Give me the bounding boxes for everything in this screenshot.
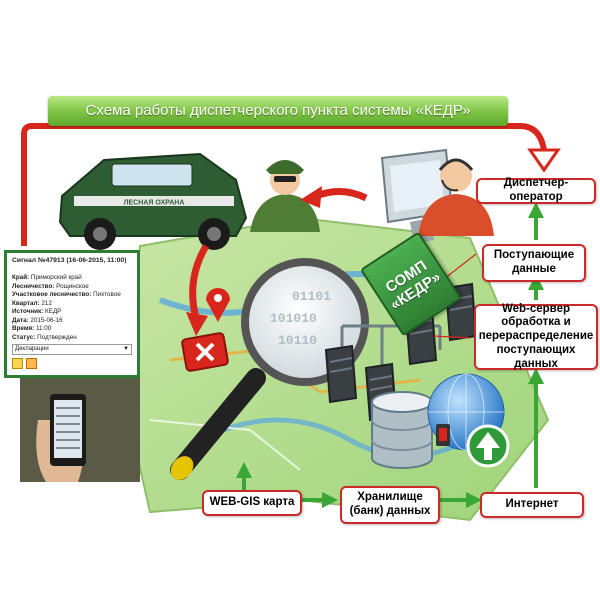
- database-icon: [371, 391, 433, 469]
- signal-row-label: Статус:: [12, 333, 36, 341]
- red-arrow-to-marker: [189, 244, 210, 319]
- internet-box: Интернет: [480, 492, 584, 518]
- signal-row-value: Подтвержден: [37, 333, 77, 341]
- signal-row: Край: Приморский край: [12, 274, 132, 281]
- webserver-box: Web-сервер обработка и перераспределение…: [474, 303, 598, 370]
- signal-card: Сигнал №47913 (16-06-2015, 11:00) Край: …: [4, 250, 140, 378]
- signal-row: Время: 11:00: [12, 325, 132, 332]
- signal-row-value: Рощинское: [56, 282, 89, 290]
- chevron-down-icon: ▼: [123, 345, 129, 352]
- storage-box: Хранилище (банк) данных: [340, 486, 440, 524]
- signal-row-label: Участковое лесничество:: [12, 291, 92, 298]
- phone-icon: [436, 424, 450, 446]
- green-arrows: [236, 202, 544, 508]
- signal-row: Дата: 2015-06-16: [12, 317, 132, 324]
- signal-title: Сигнал №47913 (16-06-2015, 11:00): [12, 257, 127, 264]
- signal-select[interactable]: Декларации ▼: [12, 343, 132, 355]
- edit-icon[interactable]: [12, 357, 23, 369]
- red-feedback-arrowhead: [527, 148, 561, 173]
- car-icon: ЛЕСНАЯ ОХРАНА: [58, 152, 248, 250]
- binary-text-3: 10110: [278, 333, 317, 348]
- signal-row-label: Источник:: [12, 308, 44, 315]
- flag-icon[interactable]: [26, 357, 37, 369]
- incoming-data-box: Поступающие данные: [482, 244, 586, 282]
- signal-row: Квартал: 212: [12, 300, 132, 307]
- operator-icon: [418, 158, 494, 236]
- map-pin-icon: [206, 288, 230, 322]
- signal-row-label: Квартал:: [12, 299, 40, 307]
- signal-row: Участковое лесничество: Пихтовое: [12, 291, 132, 298]
- signal-row-label: Дата:: [12, 316, 29, 324]
- signal-row-label: Время:: [12, 325, 35, 332]
- upload-arrow-icon: [466, 424, 510, 468]
- red-arrow-to-ranger: [314, 188, 368, 202]
- signal-row: Статус: Подтвержден: [12, 334, 132, 341]
- signal-row-label: Край:: [12, 274, 30, 281]
- signal-row-value: 2015-06-16: [30, 316, 63, 324]
- connector-webserver: [433, 335, 471, 339]
- binary-text-1: 01101: [292, 289, 331, 304]
- signal-row-value: Пихтовое: [93, 291, 121, 298]
- vehicle-text: ЛЕСНАЯ ОХРАНА: [124, 200, 185, 207]
- webgis-box: WEB-GIS карта: [202, 490, 302, 516]
- signal-row-value: 11:00: [36, 325, 52, 332]
- signal-row: Источник: КЕДР: [12, 308, 132, 315]
- binary-text-2: 101010: [270, 311, 317, 326]
- ranger-icon: [250, 160, 320, 232]
- signal-row: Лесничество: Рощинское: [12, 283, 132, 290]
- red-feedback-arrow: [21, 123, 547, 246]
- phone-photo: [20, 378, 140, 482]
- signal-row-value: КЕДР: [45, 308, 62, 315]
- signal-row-label: Лесничество:: [12, 282, 55, 290]
- diagram-title: Схема работы диспетчерского пункта систе…: [48, 96, 508, 126]
- signal-select-value: Декларации: [15, 345, 49, 352]
- signal-row-value: 212: [41, 299, 52, 307]
- marker-x-icon: [181, 332, 229, 372]
- signal-row-value: Приморский край: [30, 274, 82, 281]
- dispatcher-box: Диспетчер-оператор: [476, 177, 596, 204]
